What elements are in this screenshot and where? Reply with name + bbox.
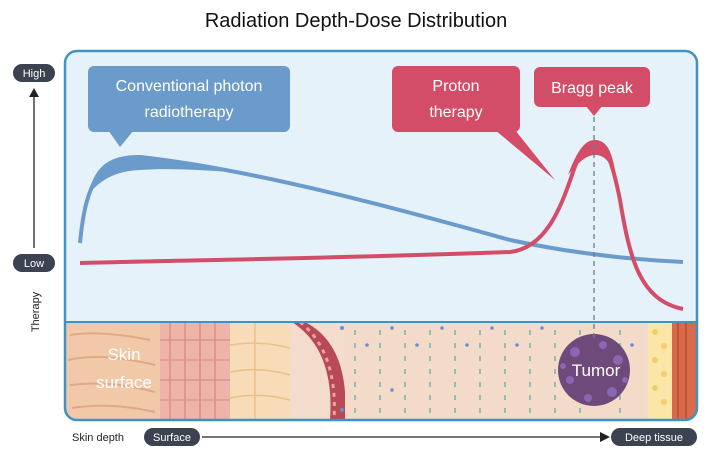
photon-callout-line2: radiotherapy (145, 104, 234, 121)
photon-callout (88, 66, 290, 147)
proton-callout (392, 66, 555, 180)
skin-label-line1: Skin (107, 345, 140, 364)
y-axis-arrow-icon (29, 88, 39, 97)
diagram-frame (63, 49, 699, 422)
x-axis-arrow-icon (600, 432, 610, 442)
proton-callout-line1: Proton (432, 78, 479, 95)
bragg-peak-band (568, 140, 616, 175)
x-axis-start-label: Surface (153, 432, 191, 444)
y-axis-low-pill (13, 254, 55, 272)
x-axis-start-pill (144, 428, 200, 446)
dermis-layer (160, 322, 230, 420)
bragg-callout (534, 67, 650, 116)
y-axis-high-pill (13, 64, 55, 82)
y-axis-low-label: Low (24, 258, 44, 270)
bragg-callout-label: Bragg peak (551, 80, 634, 97)
y-axis-high-label: High (23, 68, 46, 80)
tumor-label: Tumor (572, 361, 621, 380)
diagram-title: Radiation Depth-Dose Distribution (204, 10, 508, 32)
skin-label-line2: surface (96, 373, 152, 392)
y-axis-title: Therapy (30, 291, 42, 332)
photon-callout-line1: Conventional photon (116, 78, 263, 95)
yellow-layer (648, 322, 672, 420)
tissue-strip (65, 320, 697, 420)
proton-callout-line2: therapy (429, 104, 482, 121)
x-axis-end-pill (611, 428, 697, 446)
vessel-wall (292, 322, 346, 420)
photon-buildup-band (88, 155, 230, 195)
proton-dose-curve (79, 140, 684, 311)
tumor-mass (558, 334, 630, 406)
x-axis-end-label: Deep tissue (625, 432, 683, 444)
x-axis-title: Skin depth (72, 432, 124, 444)
deep-muscle-layer (672, 322, 697, 420)
